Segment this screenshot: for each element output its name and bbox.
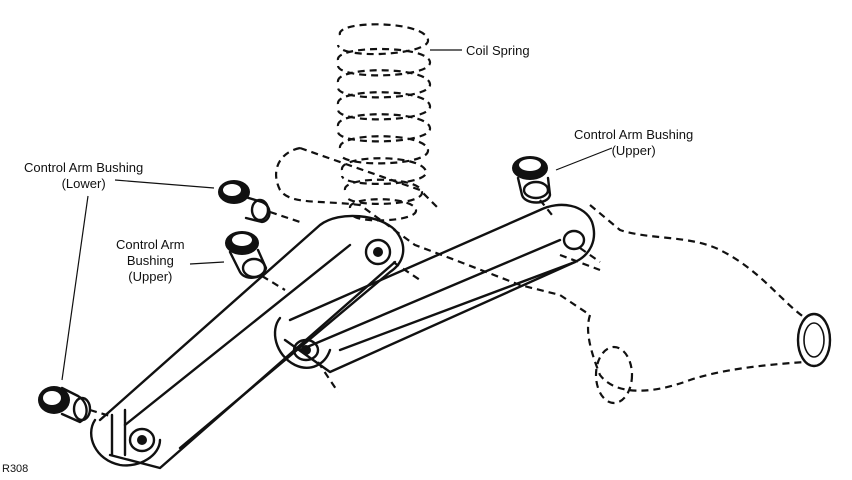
lower-control-arm xyxy=(90,214,421,470)
label-line: Bushing xyxy=(126,253,174,268)
label-bushing-lower: Control Arm Bushing (Lower) xyxy=(24,160,143,192)
upper-control-arm xyxy=(273,203,601,393)
label-line: (Upper) xyxy=(611,143,656,158)
bushing-lower-top xyxy=(218,180,301,224)
label-line: (Upper) xyxy=(128,269,173,284)
axle-housing-outline xyxy=(274,146,832,405)
bushing-upper-right xyxy=(512,156,553,216)
label-line: Control Arm xyxy=(116,237,185,252)
bushing-lower-bottom xyxy=(38,386,111,424)
label-bushing-upper-mid: Control Arm Bushing (Upper) xyxy=(116,237,185,285)
figure-id: R308 xyxy=(2,463,29,475)
bushing-upper-mid xyxy=(225,231,286,291)
label-line: Control Arm Bushing xyxy=(574,127,694,142)
label-coil-spring: Coil Spring xyxy=(466,43,530,58)
label-line: Control Arm Bushing xyxy=(24,160,144,175)
label-line: (Lower) xyxy=(61,176,106,191)
label-bushing-upper-right: Control Arm Bushing (Upper) xyxy=(574,127,693,159)
leader-lines xyxy=(61,49,613,381)
coil-spring xyxy=(336,23,432,222)
